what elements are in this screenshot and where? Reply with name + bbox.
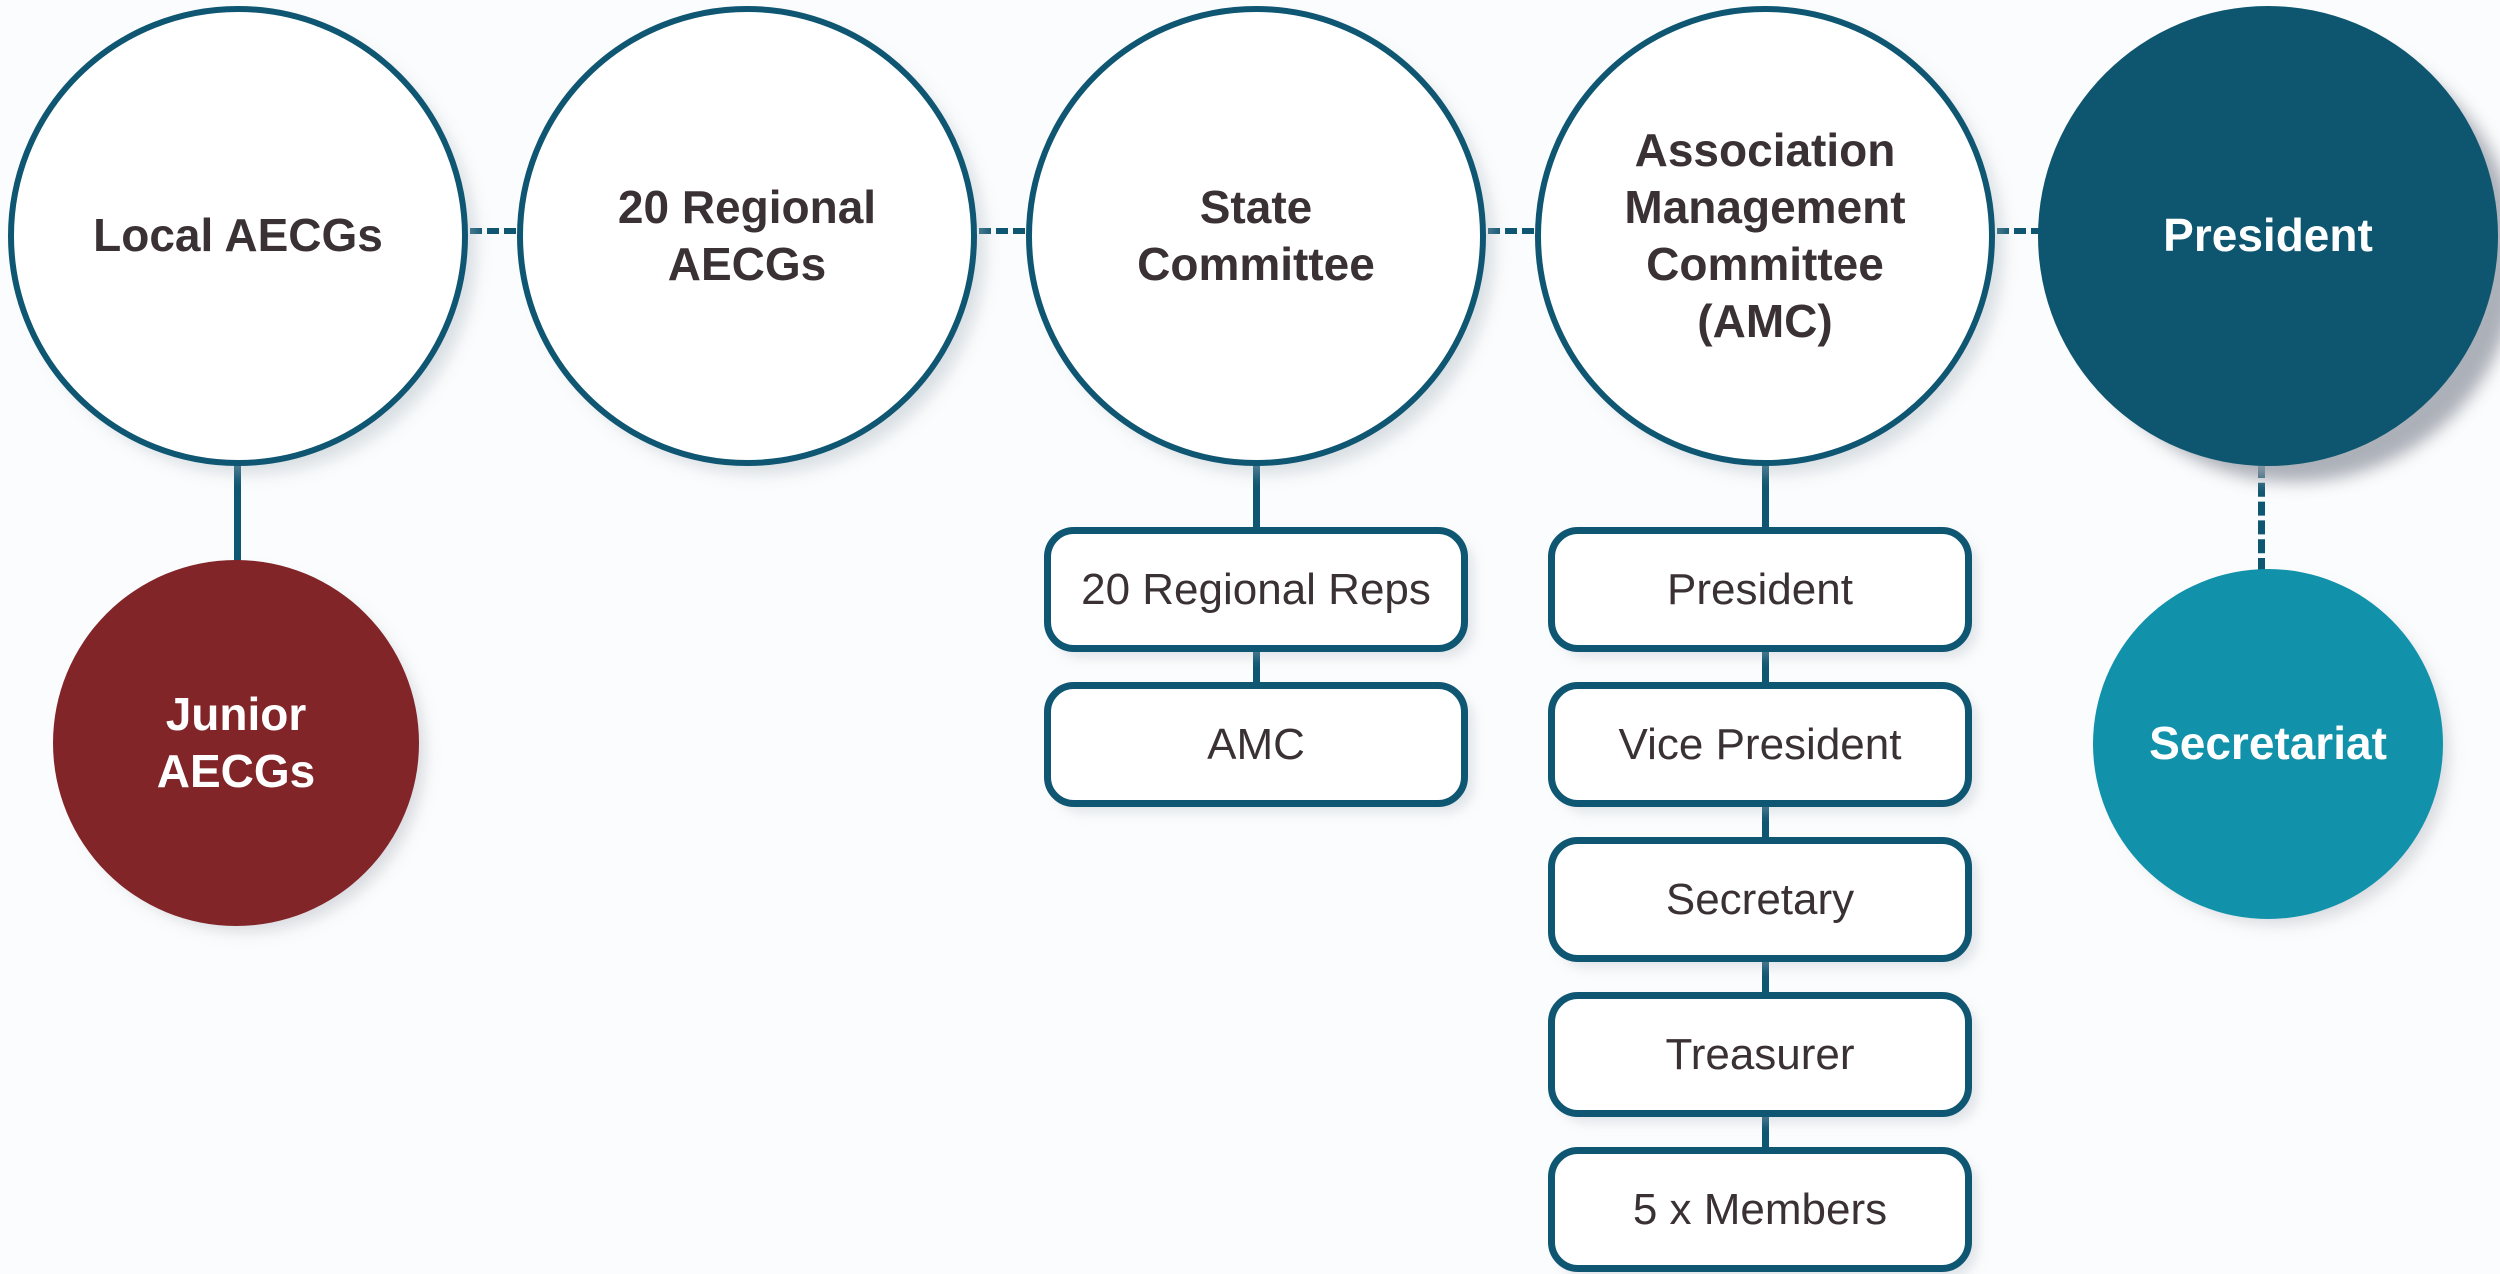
circle-president: President [2038, 6, 2498, 466]
connector-local-regional [470, 228, 516, 234]
connector-amc-children [1762, 462, 1769, 1152]
circle-state-committee-label: State Committee [1137, 180, 1375, 290]
box-5x-members: 5 x Members [1548, 1147, 1972, 1272]
box-amc: AMC [1044, 682, 1468, 807]
box-amc-label: AMC [1207, 719, 1305, 769]
connector-amc-president [1997, 228, 2043, 234]
box-treasurer-label: Treasurer [1665, 1029, 1855, 1079]
box-vice-president: Vice President [1548, 682, 1972, 807]
box-20-regional-reps: 20 Regional Reps [1044, 527, 1468, 652]
circle-amc: Association Management Committee (AMC) [1535, 6, 1995, 466]
box-20-regional-reps-label: 20 Regional Reps [1081, 564, 1431, 614]
connector-president-secretariat [2258, 464, 2265, 572]
box-president-label: President [1667, 564, 1853, 614]
connector-local-junior [234, 462, 241, 564]
circle-regional-aecgs: 20 Regional AECGs [517, 6, 977, 466]
connector-state-amc [1488, 228, 1534, 234]
circle-junior-aecgs-label: Junior AECGs [156, 687, 316, 797]
circle-junior-aecgs: Junior AECGs [53, 560, 419, 926]
box-vice-president-label: Vice President [1618, 719, 1902, 769]
circle-secretariat-label: Secretariat [2149, 717, 2387, 770]
circle-president-label: President [2163, 209, 2373, 262]
box-president: President [1548, 527, 1972, 652]
circle-local-aecgs: Local AECGs [8, 6, 468, 466]
box-secretary: Secretary [1548, 837, 1972, 962]
circle-local-aecgs-label: Local AECGs [93, 209, 383, 262]
box-secretary-label: Secretary [1665, 874, 1855, 924]
box-5x-members-label: 5 x Members [1632, 1184, 1888, 1234]
circle-amc-label: Association Management Committee (AMC) [1624, 123, 1906, 348]
circle-state-committee: State Committee [1026, 6, 1486, 466]
box-treasurer: Treasurer [1548, 992, 1972, 1117]
circle-secretariat: Secretariat [2093, 569, 2443, 919]
circle-regional-aecgs-label: 20 Regional AECGs [617, 180, 877, 290]
connector-regional-state [979, 228, 1025, 234]
